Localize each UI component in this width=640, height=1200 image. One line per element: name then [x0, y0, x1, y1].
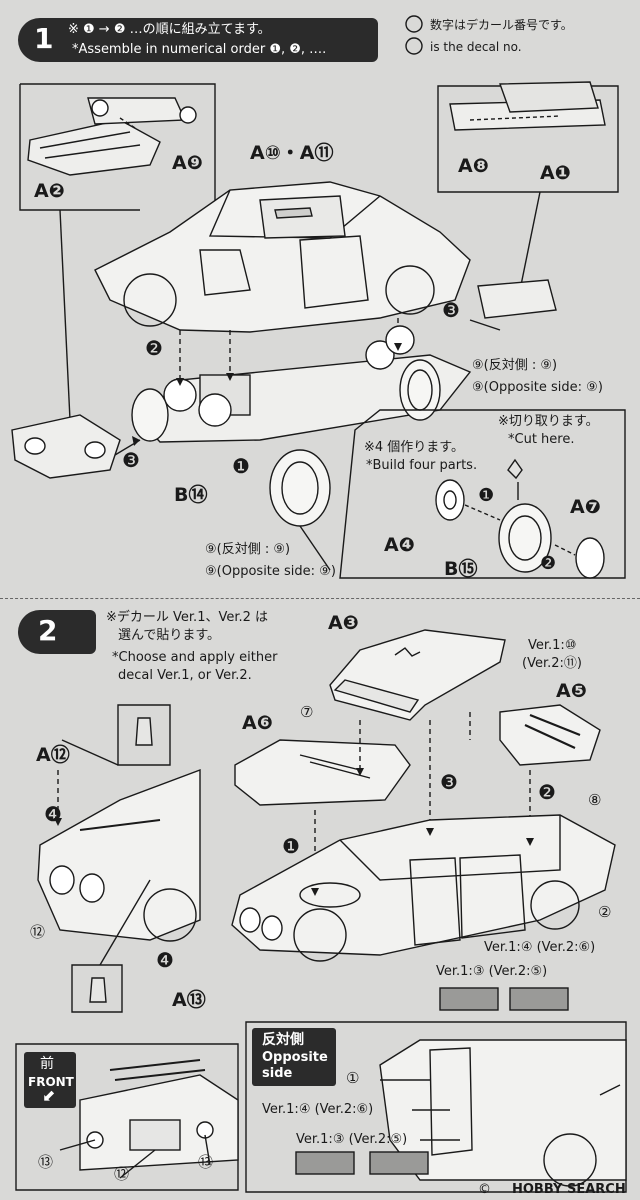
part-label-a5: A❺ [556, 680, 587, 702]
decal-circle-icon [405, 37, 423, 55]
cut-note-jp: ※切り取ります。 [498, 414, 599, 429]
step-marker-3: ❸ [122, 448, 140, 472]
front-label-en: FRONT [28, 1075, 74, 1089]
part-label-a7: A❼ [570, 496, 601, 518]
step-divider [0, 598, 640, 599]
part-label-a9: A❾ [172, 152, 203, 174]
step2-marker-2: ❷ [538, 780, 556, 804]
step2-marker-1: ❶ [282, 834, 300, 858]
part-label-a8: A❽ [458, 155, 489, 177]
step2-number: 2 [38, 614, 58, 647]
step-marker-2: ❷ [145, 336, 163, 360]
part-label-a6: A❻ [242, 712, 273, 734]
decal-2: ② [598, 903, 612, 921]
build-note-en: *Build four parts. [366, 458, 478, 473]
step-marker-3b: ❸ [442, 298, 460, 322]
step-marker-2b: ❷ [540, 553, 557, 574]
front-decal-13b: ⑬ [198, 1153, 214, 1171]
step2-instruction-jp-2: 選んで貼ります。 [118, 628, 221, 643]
decal-8: ⑧ [588, 791, 602, 809]
decal-door-versions: Ver.1:④ (Ver.2:⑥) [484, 940, 596, 955]
step1-number: 1 [34, 22, 54, 55]
decal-roof-v2: (Ver.2:⑪) [522, 656, 582, 671]
opposite-label-jp: 反対側 [262, 1032, 304, 1048]
opposite-label-en-1: Opposite [262, 1050, 328, 1065]
part-label-a10-a11: A⑩・A⑪ [250, 142, 334, 164]
part-label-a12: A⑫ [36, 744, 70, 766]
decal-circle-icon [405, 15, 423, 33]
decal-note-jp: 数字はデカール番号です。 [430, 18, 573, 32]
step2-header-bar [18, 610, 96, 654]
opposite-decal-1: ① [346, 1069, 360, 1087]
decal-right-en: ⑨(Opposite side: ⑨) [472, 380, 603, 395]
step2-marker-4: ❹ [44, 802, 62, 826]
step-marker-1: ❶ [232, 454, 250, 478]
decal-7: ⑦ [300, 703, 314, 721]
build-note-jp: ※4 個作ります。 [364, 440, 464, 455]
step-marker-1b: ❶ [478, 485, 495, 506]
part-label-b14: B⑭ [174, 484, 208, 506]
cut-note-en: *Cut here. [508, 432, 575, 447]
part-label-b15: B⑮ [444, 558, 478, 580]
opposite-side-badge [252, 1028, 336, 1086]
step2-instruction-jp-1: ※デカール Ver.1、Ver.2 は [106, 610, 269, 625]
decal-note-en: is the decal no. [430, 40, 522, 54]
step2-marker-3: ❸ [440, 770, 458, 794]
step2-instruction-en-2: decal Ver.1, or Ver.2. [118, 668, 252, 683]
front-decal-12: ⑫ [114, 1165, 130, 1183]
part-label-a13: A⑬ [172, 989, 206, 1011]
decal-roof-v1: Ver.1:⑩ [528, 638, 577, 653]
copyright-mark: © [478, 1182, 491, 1197]
step2-instruction-en-1: *Choose and apply either [112, 650, 278, 665]
opposite-decal-side: Ver.1:③ (Ver.2:⑤) [296, 1132, 408, 1147]
decal-12: ⑫ [30, 923, 46, 941]
part-label-a4: A❹ [384, 534, 415, 556]
part-label-a1: A❶ [540, 162, 571, 184]
front-arrow-icon: ⬋ [42, 1086, 56, 1105]
step1-header-bar [18, 18, 378, 62]
front-decal-13a: ⑬ [38, 1153, 54, 1171]
decal-side-versions: Ver.1:③ (Ver.2:⑤) [436, 964, 548, 979]
decal-right-jp: ⑨(反対側 : ⑨) [472, 358, 558, 373]
opposite-decal-door: Ver.1:④ (Ver.2:⑥) [262, 1102, 374, 1117]
decal-bottom-jp: ⑨(反対側 : ⑨) [205, 542, 291, 557]
opposite-label-en-2: side [262, 1066, 293, 1081]
part-label-a2: A❷ [34, 180, 65, 202]
step1-instruction-en: *Assemble in numerical order ❶, ❷, …. [72, 42, 327, 57]
part-label-a3: A❸ [328, 612, 359, 634]
decal-bottom-en: ⑨(Opposite side: ⑨) [205, 564, 336, 579]
front-badge [24, 1052, 76, 1108]
hobby-search-logo: HOBBY SEARCH [512, 1182, 626, 1197]
step2-marker-4b: ❹ [156, 948, 174, 972]
step1-drawing [11, 15, 626, 579]
step1-instruction-jp: ※ ❶ → ❷ …の順に組み立てます。 [68, 22, 271, 37]
front-label-jp: 前 [40, 1056, 54, 1072]
